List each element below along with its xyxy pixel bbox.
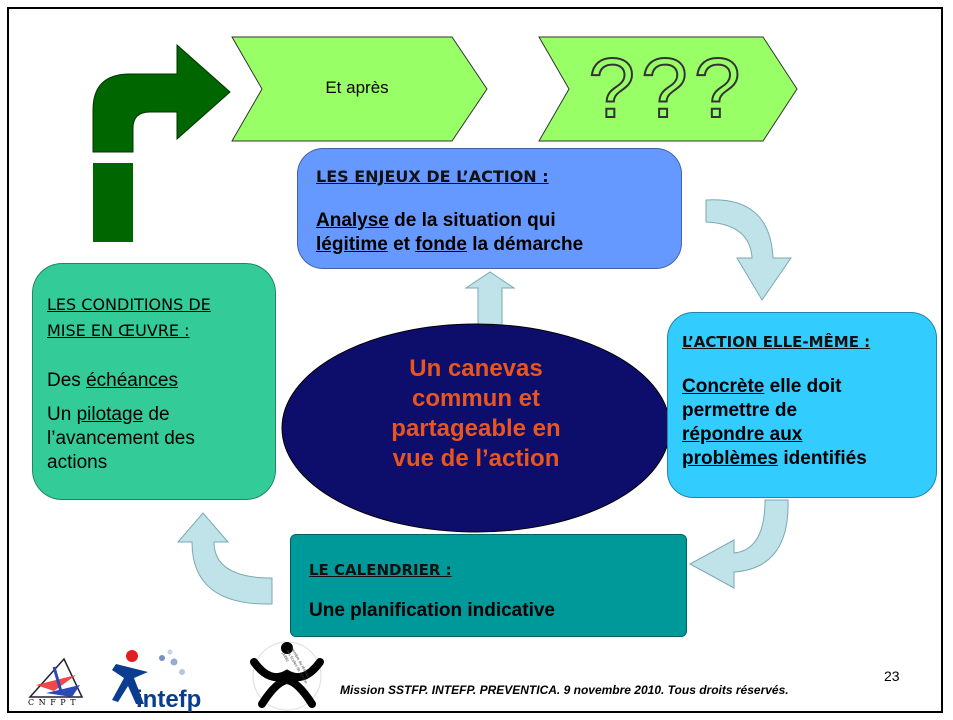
intefp-text: intefp — [136, 686, 201, 714]
cnfpt-emblem-icon — [28, 657, 84, 698]
action-text-3: identifiés — [778, 448, 867, 469]
conditions-title-line2: MISE EN ŒUVRE : — [47, 321, 190, 340]
intefp-figure-icon — [112, 649, 185, 704]
enjeux-word-fonde: fonde — [415, 234, 467, 255]
center-line3: partageable en — [391, 415, 561, 442]
conditions-l2-pre: Un — [47, 404, 77, 425]
word-problemes: problèmes — [682, 448, 779, 469]
word-pilotage: pilotage — [76, 404, 144, 425]
enjeux-word-analyse: Analyse — [316, 210, 389, 231]
conditions-l2-post: de — [143, 404, 170, 425]
enjeux-word-legitime: légitime — [316, 234, 388, 255]
cnfpt-text: C N F P T — [28, 698, 77, 707]
conditions-l3: l’avancement des — [47, 428, 195, 449]
chevron-et-apres — [231, 36, 488, 142]
enjeux-box: LES ENJEUX DE L’ACTION : Analyse de la s… — [297, 148, 682, 269]
action-box: L’ACTION ELLE-MÊME : Concrète elle doit … — [667, 312, 937, 498]
action-text-1: elle doit — [764, 376, 842, 397]
conditions-text: Des échéances Un pilotage de l’avancemen… — [47, 369, 195, 475]
center-line2: commun et — [411, 385, 540, 412]
chevron-questions — [538, 36, 798, 142]
conditions-title-line1: LES CONDITIONS DE — [47, 295, 211, 314]
calendrier-body: Une planification indicative — [309, 600, 555, 621]
question-marks-label: ??? — [587, 40, 747, 136]
action-text: Concrète elle doit permettre de répondre… — [682, 375, 932, 471]
conditions-l4: actions — [47, 452, 108, 473]
word-repondre: répondre aux — [682, 424, 803, 445]
calendrier-title: LE CALENDRIER : — [309, 561, 452, 579]
footer-text: Mission SSTFP. INTEFP. PREVENTICA. 9 nov… — [340, 683, 789, 697]
enjeux-text-2: et — [387, 234, 416, 255]
intefp-word: intefp — [136, 686, 202, 713]
action-title: L’ACTION ELLE-MÊME : — [682, 333, 871, 351]
enjeux-title: LES ENJEUX DE L’ACTION : — [316, 167, 549, 186]
word-echeances: échéances — [86, 370, 178, 391]
curved-arrow-down-left-icon — [688, 499, 789, 589]
center-line4: vue de l’action — [392, 445, 560, 472]
conditions-box: LES CONDITIONS DE MISE EN ŒUVRE : Des éc… — [32, 263, 276, 500]
bent-arrow-icon — [92, 43, 231, 153]
logo-reseau: membre du réseau des écoles de service p… — [240, 638, 335, 713]
slide-frame — [7, 7, 943, 713]
word-concrete: Concrète — [682, 376, 765, 397]
conditions-l1-pre: Des — [47, 370, 87, 391]
enjeux-text-1: de la situation qui — [388, 210, 556, 231]
center-line1: Un canevas — [409, 355, 543, 382]
center-text: Un canevas commun et partageable en vue … — [300, 354, 652, 474]
logo-intefp: intefp — [108, 642, 228, 714]
up-arrow-icon — [464, 271, 516, 326]
logo-cnfpt: C N F P T — [24, 655, 104, 710]
calendrier-box: LE CALENDRIER : Une planification indica… — [290, 534, 687, 637]
bent-arrow-base — [93, 163, 133, 242]
conditions-title: LES CONDITIONS DE MISE EN ŒUVRE : — [47, 292, 211, 344]
enjeux-text: Analyse de la situation qui légitime et … — [316, 209, 676, 257]
action-l2: permettre de — [682, 400, 798, 421]
curved-arrow-right-icon — [705, 199, 792, 301]
enjeux-text-3: la démarche — [466, 234, 584, 255]
page-number: 23 — [884, 668, 900, 684]
curved-arrow-up-left-icon — [176, 512, 273, 605]
et-apres-label: Et après — [325, 78, 389, 97]
reseau-emblem-icon — [250, 641, 324, 711]
